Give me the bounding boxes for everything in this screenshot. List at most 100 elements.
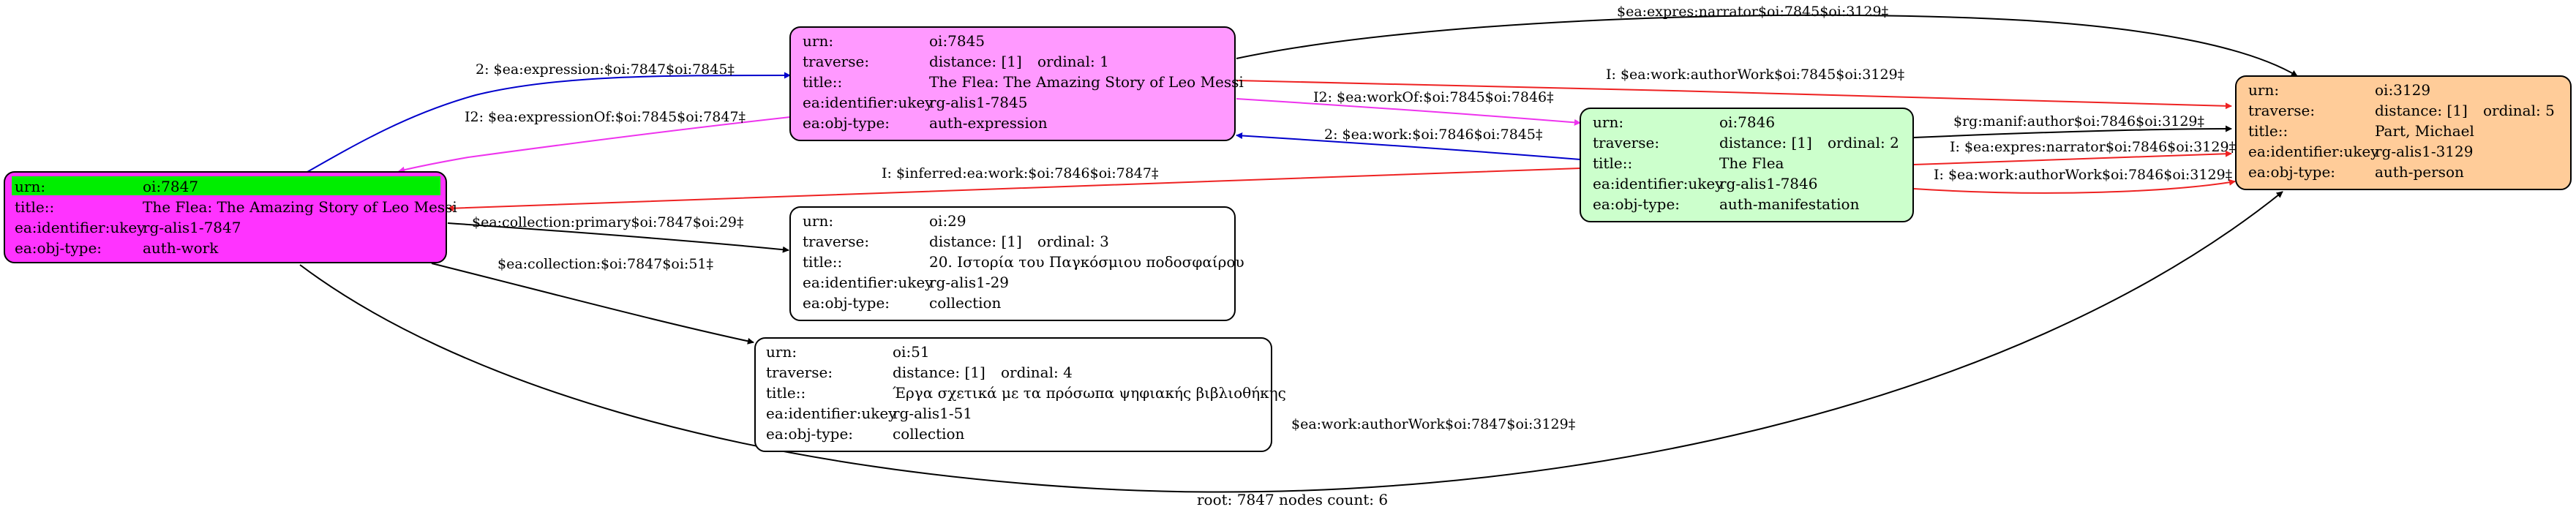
edge-label: $ea:expres:narrator$oi:7845$oi:3129‡ xyxy=(1617,4,1888,20)
node-key: title:: xyxy=(1593,154,1632,172)
node-key: ea:obj-type: xyxy=(766,425,853,443)
node-value: 20. Ιστορία του Παγκόσμιου ποδοσφαίρου xyxy=(929,253,1244,271)
node-ordinal: ordinal: 1 xyxy=(1037,53,1109,70)
node-value: rg-alis1-3129 xyxy=(2375,143,2473,160)
node-ordinal: ordinal: 3 xyxy=(1037,233,1109,250)
edge-label: 2: $ea:work:$oi:7846$oi:7845‡ xyxy=(1324,127,1543,143)
edge-collection-primary-7847-29[interactable] xyxy=(447,222,789,253)
edge-inferred-work-7846-7847[interactable] xyxy=(447,168,1581,212)
node-key: urn: xyxy=(766,343,797,361)
edge-label: 2: $ea:expression:$oi:7847$oi:7845‡ xyxy=(476,61,735,78)
node-value: distance: [1] xyxy=(893,364,985,381)
node-oi-7845[interactable]: urn: oi:7845 traverse: distance: [1] ord… xyxy=(789,26,1244,141)
node-ordinal: ordinal: 2 xyxy=(1828,134,1899,151)
node-oi-7846[interactable]: urn: oi:7846 traverse: distance: [1] ord… xyxy=(1580,108,1914,222)
node-key: traverse: xyxy=(803,233,869,250)
node-value: oi:29 xyxy=(929,212,966,230)
node-key: ea:identifier:ukey xyxy=(2248,143,2379,160)
node-value: oi:7846 xyxy=(1719,113,1775,131)
node-key: urn: xyxy=(1593,113,1623,131)
node-key: urn: xyxy=(2248,81,2279,99)
node-box xyxy=(754,337,1272,452)
node-value: auth-manifestation xyxy=(1719,195,1860,213)
node-ordinal: ordinal: 5 xyxy=(2483,102,2555,119)
edge-label: $ea:collection:$oi:7847$oi:51‡ xyxy=(497,256,713,272)
node-key: ea:obj-type: xyxy=(15,239,102,257)
edge-expressionof-7845-7847[interactable] xyxy=(398,116,791,173)
edge-label: I: $ea:expres:narrator$oi:7846$oi:3129‡ xyxy=(1950,139,2236,155)
node-value: The Flea: The Amazing Story of Leo Messi xyxy=(143,198,457,216)
node-value: rg-alis1-51 xyxy=(893,405,972,422)
graph-footer: root: 7847 nodes count: 6 xyxy=(1197,491,1388,508)
edge-manif-author-7846-3129[interactable] xyxy=(1913,125,2232,138)
node-key: title:: xyxy=(766,384,806,402)
edge-authorwork-7845-3129[interactable] xyxy=(1236,80,2232,110)
node-key: urn: xyxy=(803,212,833,230)
node-key: ea:obj-type: xyxy=(1593,195,1680,213)
node-value: auth-person xyxy=(2375,163,2464,181)
node-box xyxy=(1580,108,1914,222)
node-box xyxy=(789,26,1236,141)
node-value: oi:3129 xyxy=(2375,81,2430,99)
node-box xyxy=(789,206,1236,321)
edge-work-7846-7845[interactable] xyxy=(1236,132,1581,160)
node-value: Part, Michael xyxy=(2375,122,2474,140)
node-key: traverse: xyxy=(1593,134,1659,151)
edge-authorwork-7846-3129[interactable] xyxy=(1913,178,2236,194)
node-value: The Flea: The Amazing Story of Leo Messi xyxy=(929,73,1244,91)
edge-authorwork-7847-3129[interactable] xyxy=(299,191,2283,493)
node-value: collection xyxy=(893,425,965,443)
node-value: rg-alis1-29 xyxy=(929,274,1009,291)
node-key: title:: xyxy=(2248,122,2288,140)
node-key: ea:identifier:ukey xyxy=(15,219,146,236)
edge-expression-7847-7845[interactable] xyxy=(307,72,791,173)
edge-label: $ea:work:authorWork$oi:7847$oi:3129‡ xyxy=(1291,416,1575,432)
node-oi-7847[interactable]: urn: oi:7847 title:: The Flea: The Amazi… xyxy=(4,171,457,263)
edge-label: I: $ea:work:authorWork$oi:7846$oi:3129‡ xyxy=(1934,167,2232,183)
edge-label: $rg:manif:author$oi:7846$oi:3129‡ xyxy=(1953,113,2204,129)
node-key: ea:obj-type: xyxy=(803,294,890,312)
node-value: collection xyxy=(929,294,1002,312)
edge-collection-7847-51[interactable] xyxy=(431,263,754,345)
node-value: distance: [1] xyxy=(1719,134,1812,151)
node-box xyxy=(2235,75,2572,190)
node-value: auth-work xyxy=(143,239,219,257)
edge-label: $ea:collection:primary$oi:7847$oi:29‡ xyxy=(472,214,744,230)
node-oi-29[interactable]: urn: oi:29 traverse: distance: [1] ordin… xyxy=(789,206,1244,321)
node-oi-51[interactable]: urn: oi:51 traverse: distance: [1] ordin… xyxy=(754,337,1286,452)
edges: 2: $ea:expression:$oi:7847$oi:7845‡ I2: … xyxy=(299,4,2298,493)
node-key: ea:obj-type: xyxy=(2248,163,2335,181)
node-value: oi:7847 xyxy=(143,178,198,195)
node-key: traverse: xyxy=(2248,102,2315,119)
node-value: rg-alis1-7846 xyxy=(1719,175,1817,192)
node-key: urn: xyxy=(15,178,45,195)
node-value: The Flea xyxy=(1719,154,1784,172)
edge-narrator-7846-3129[interactable] xyxy=(1913,150,2232,165)
node-value: distance: [1] xyxy=(2375,102,2468,119)
edge-label: I2: $ea:expressionOf:$oi:7845$oi:7847‡ xyxy=(465,109,746,125)
node-key: title:: xyxy=(803,73,842,91)
edge-narrator-7845-3129[interactable] xyxy=(1236,14,2298,77)
node-key: title:: xyxy=(803,253,842,271)
node-key: ea:identifier:ukey xyxy=(803,274,934,291)
node-key: title:: xyxy=(15,198,54,216)
node-value: oi:7845 xyxy=(929,32,985,50)
node-value: rg-alis1-7845 xyxy=(929,94,1027,111)
node-header-highlight xyxy=(12,176,440,195)
node-key: ea:identifier:ukey xyxy=(1593,175,1724,192)
node-value: auth-expression xyxy=(929,114,1048,132)
node-oi-3129[interactable]: urn: oi:3129 traverse: distance: [1] ord… xyxy=(2235,75,2572,190)
node-value: Έργα σχετικά με τα πρόσωπα ψηφιακής βιβλ… xyxy=(893,384,1286,402)
node-key: traverse: xyxy=(766,364,833,381)
node-value: oi:51 xyxy=(893,343,930,361)
node-value: distance: [1] xyxy=(929,233,1022,250)
edge-label: I: $inferred:ea:work:$oi:7846$oi:7847‡ xyxy=(882,165,1159,181)
node-key: ea:identifier:ukey xyxy=(803,94,934,111)
edge-label: I2: $ea:workOf:$oi:7845$oi:7846‡ xyxy=(1313,89,1554,105)
node-ordinal: ordinal: 4 xyxy=(1001,364,1073,381)
node-value: rg-alis1-7847 xyxy=(143,219,241,236)
edge-label: I: $ea:work:authorWork$oi:7845$oi:3129‡ xyxy=(1606,67,1904,83)
edge-workof-7845-7846[interactable] xyxy=(1236,98,1581,126)
nodes: urn: oi:7845 traverse: distance: [1] ord… xyxy=(4,26,2572,452)
